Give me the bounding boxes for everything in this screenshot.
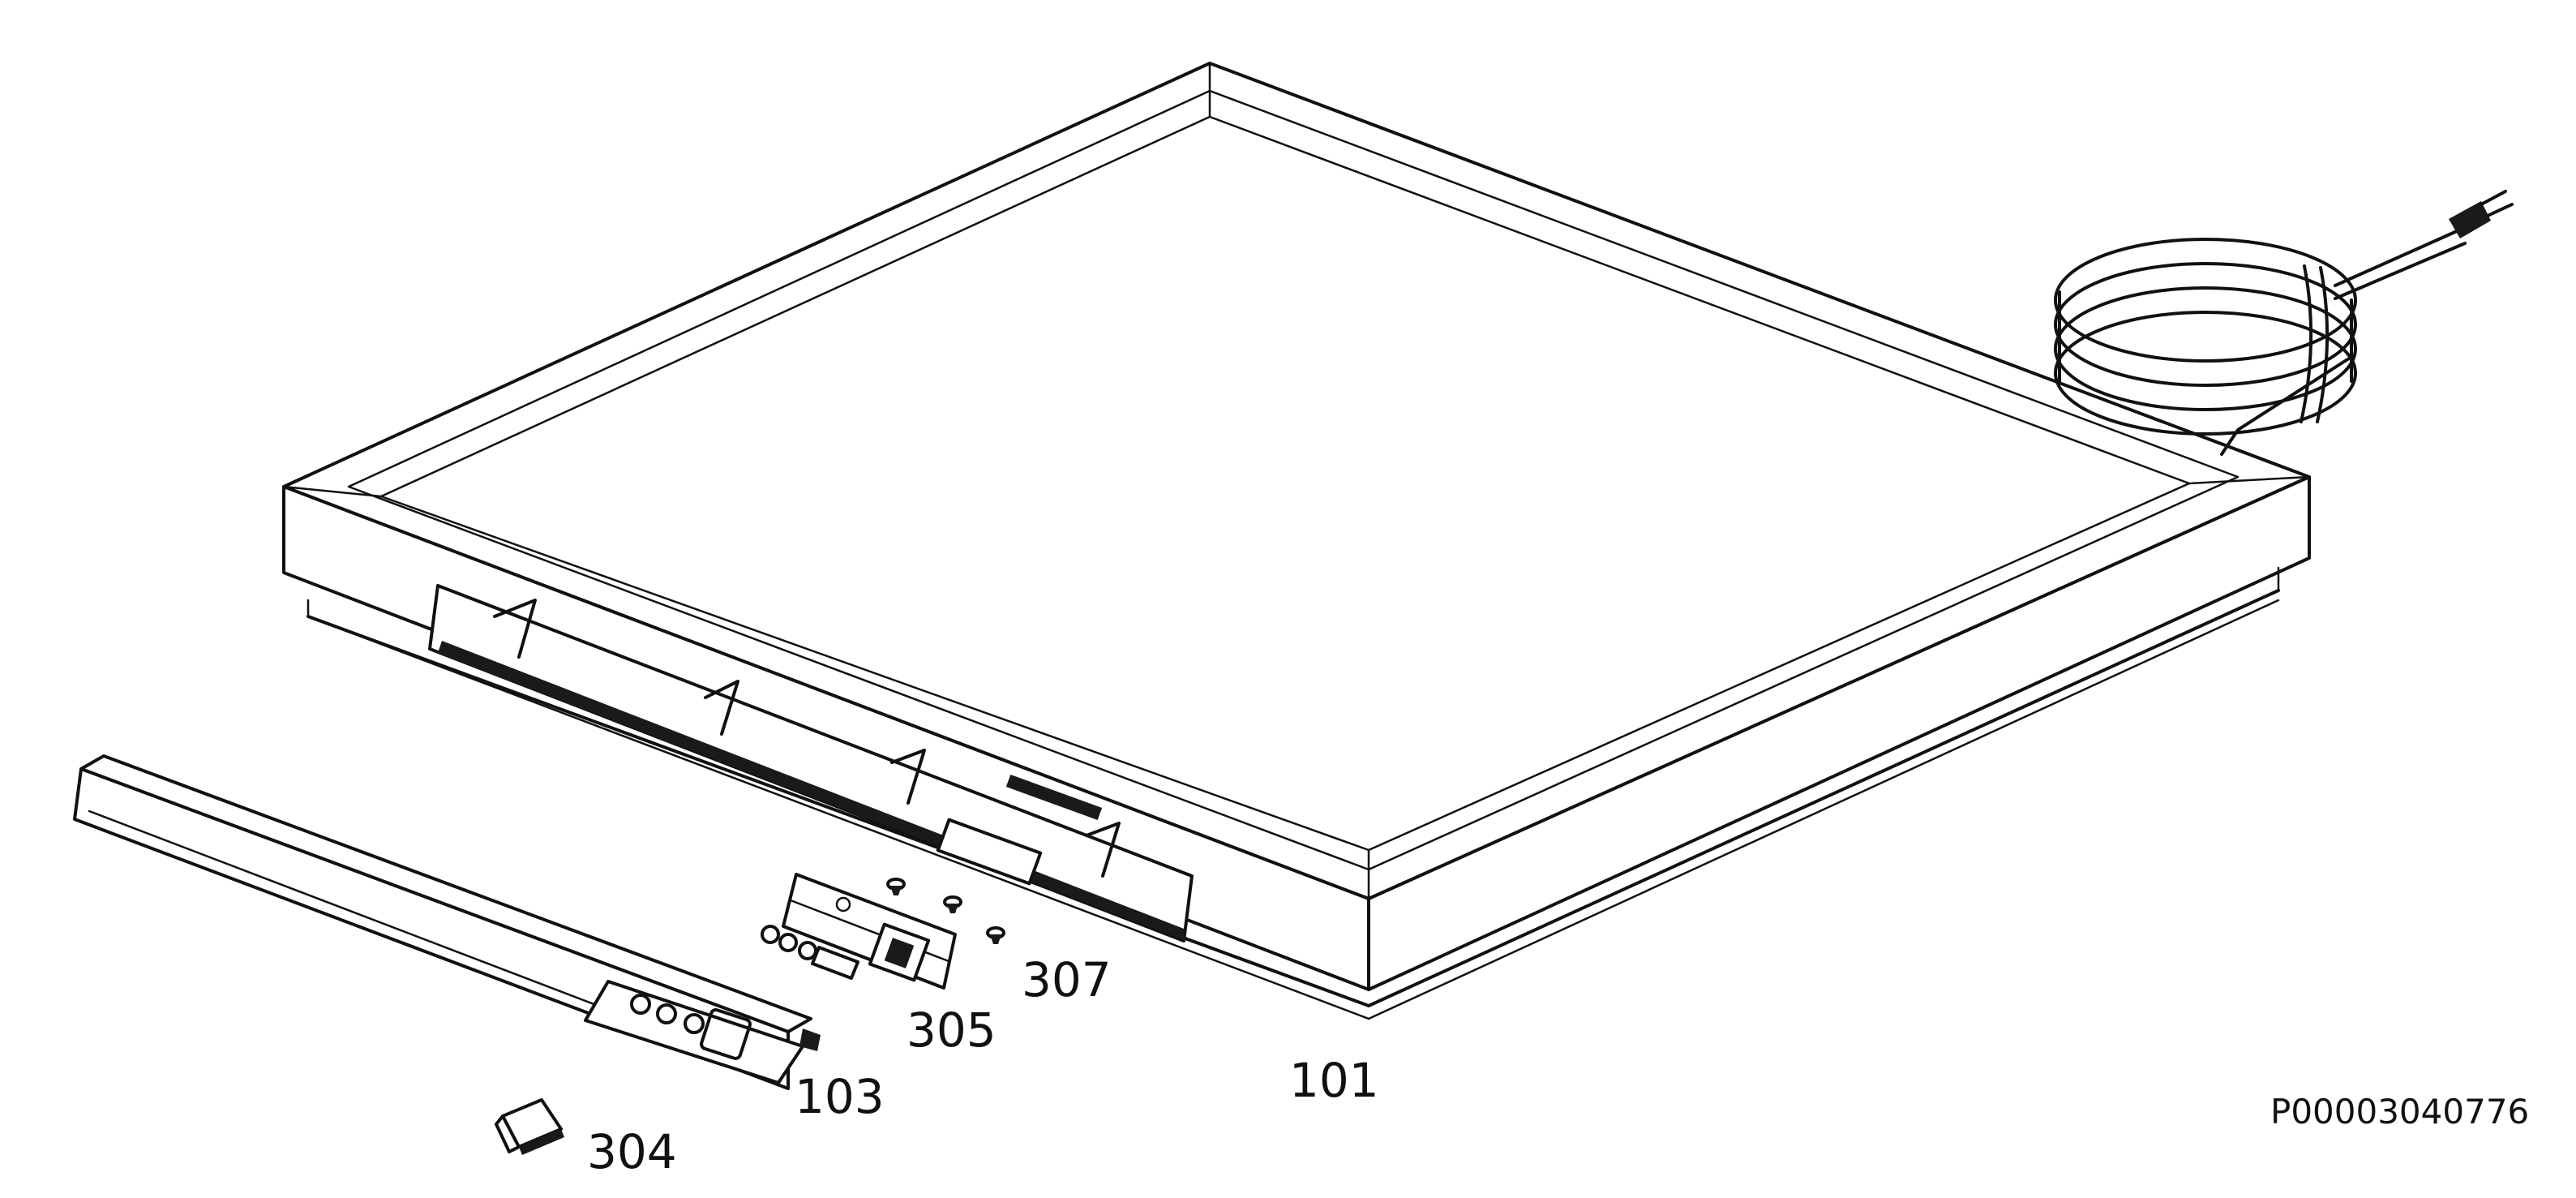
worktop-panel-101 (282, 62, 2311, 1020)
button-304 (495, 1098, 564, 1155)
label-304: 304 (587, 1124, 677, 1179)
label-305: 305 (907, 1003, 997, 1058)
screws-307 (886, 878, 1005, 944)
label-103: 103 (795, 1069, 885, 1124)
control-board-305 (761, 873, 957, 990)
control-fascia-103 (73, 754, 821, 1090)
screw (943, 895, 962, 913)
screw (986, 926, 1005, 944)
screw (886, 878, 906, 895)
drawing-reference-number: P00003040776 (2270, 1092, 2529, 1131)
label-307: 307 (1022, 952, 1112, 1007)
power-cord (2054, 190, 2514, 456)
label-101: 101 (1289, 1053, 1379, 1108)
